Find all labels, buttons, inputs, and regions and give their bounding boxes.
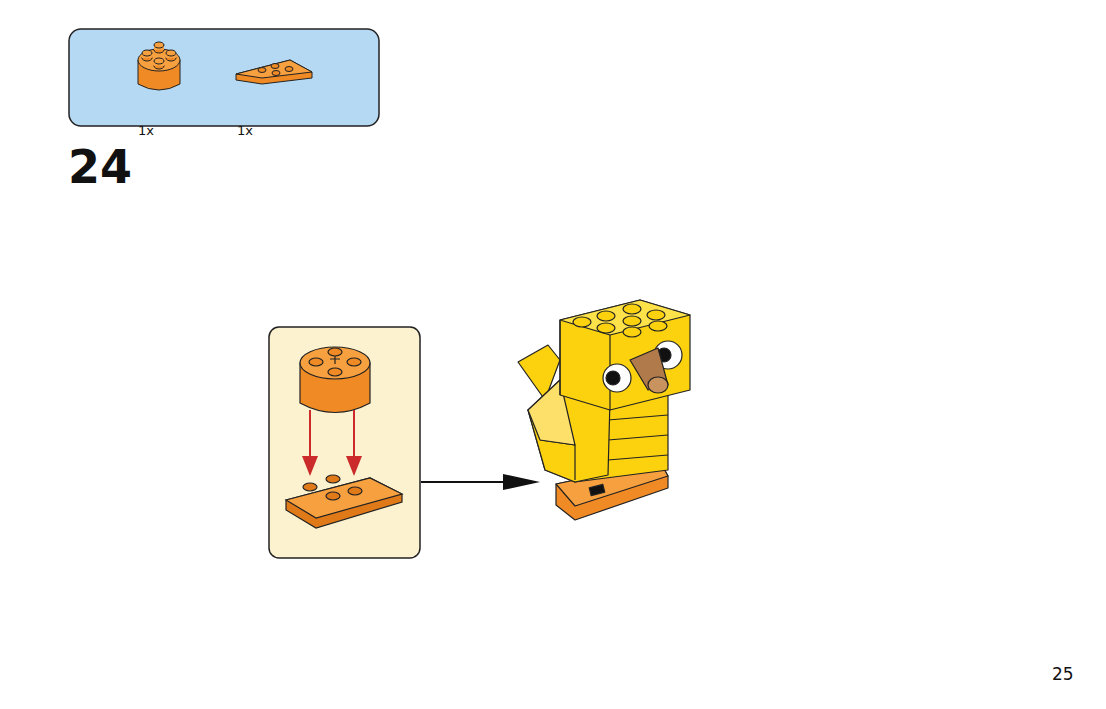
wedge-plate-part	[236, 60, 312, 84]
round-brick	[300, 347, 370, 413]
parts-panel	[69, 29, 379, 126]
part-quantity: 1x	[237, 123, 253, 138]
chick-model	[518, 300, 690, 520]
placement-arrow	[353, 410, 355, 474]
callout-inset	[269, 327, 420, 558]
page-number: 25	[1052, 664, 1074, 684]
placement-arrow	[309, 410, 311, 474]
wedge-plate	[286, 475, 402, 528]
step-number: 24	[68, 140, 132, 194]
parts-list-panel: 1x1x	[69, 29, 379, 126]
part-quantity: 1x	[138, 123, 154, 138]
step-arrow-head	[503, 474, 540, 490]
round-brick-part	[138, 42, 180, 90]
